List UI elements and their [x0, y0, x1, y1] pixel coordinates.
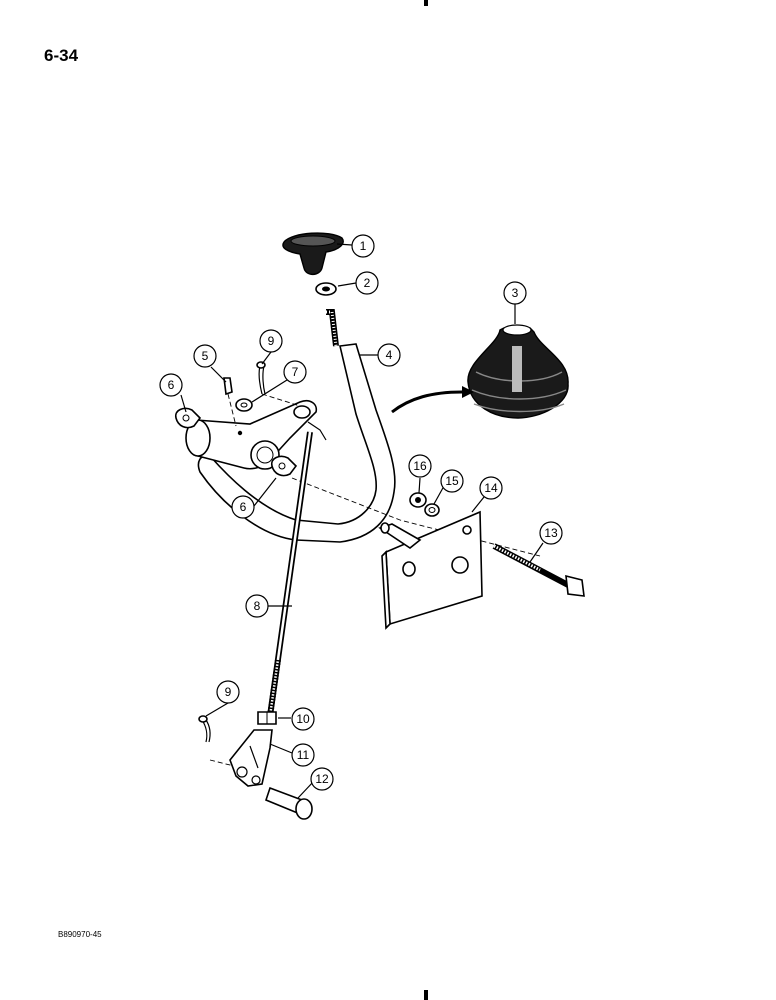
page-number: 6-34 — [44, 46, 79, 65]
cotter-pin-upper-part — [256, 361, 266, 395]
callout-3-label: 3 — [512, 286, 519, 300]
top-edge-mark — [424, 0, 428, 6]
pivot-housing-part — [185, 399, 327, 470]
washer-part — [235, 398, 253, 412]
callout-11-label: 11 — [297, 748, 310, 762]
callout-6-left: 6 — [159, 373, 183, 397]
bottom-edge-mark — [424, 990, 428, 1000]
callout-1: 1 — [351, 234, 375, 258]
clevis-part — [229, 729, 273, 787]
callout-9-lower: 9 — [216, 680, 240, 704]
assembly-line-cotter — [261, 393, 301, 407]
boot-direction-arrow — [391, 390, 463, 414]
document-code: B890970-45 — [58, 930, 102, 939]
clevis-pin-part — [265, 786, 313, 820]
retaining-clip-left-part — [174, 407, 202, 429]
callout-4-label: 4 — [386, 348, 393, 362]
callout-6-left-label: 6 — [168, 378, 175, 392]
callout-6-right-label: 6 — [240, 500, 247, 514]
callout-7: 7 — [283, 360, 307, 384]
cotter-pin-lower-part — [198, 715, 211, 743]
callout-11: 11 — [291, 743, 315, 767]
callout-10-label: 10 — [296, 712, 310, 726]
callout-13-label: 13 — [544, 526, 558, 540]
callout-14-label: 14 — [484, 481, 498, 495]
mounting-plate-part — [378, 510, 483, 630]
leader-lines — [180, 243, 544, 799]
callout-5: 5 — [193, 344, 217, 368]
callout-3: 3 — [503, 281, 527, 305]
nut-part — [315, 282, 337, 296]
lock-washer-part — [424, 503, 440, 517]
callout-1-label: 1 — [360, 239, 367, 253]
callout-7-label: 7 — [292, 365, 299, 379]
callout-15: 15 — [440, 469, 464, 493]
callout-14: 14 — [479, 476, 503, 500]
callout-9-lower-label: 9 — [225, 685, 232, 699]
callout-8-label: 8 — [254, 599, 261, 613]
bolt-part — [492, 543, 585, 597]
control-lever-part — [197, 309, 396, 543]
retaining-clip-right-part — [270, 455, 298, 477]
callout-12: 12 — [310, 767, 334, 791]
callout-2: 2 — [355, 271, 379, 295]
rubber-boot-part — [467, 324, 569, 419]
nut-16-part — [409, 492, 427, 508]
callout-9-upper: 9 — [259, 329, 283, 353]
callout-15-label: 15 — [445, 474, 459, 488]
callout-16: 16 — [408, 454, 432, 478]
callout-12-label: 12 — [315, 772, 329, 786]
assembly-line-bolt — [291, 477, 541, 557]
control-rod-part — [267, 431, 313, 717]
callout-4: 4 — [377, 343, 401, 367]
callout-5-label: 5 — [202, 349, 209, 363]
callout-9-upper-label: 9 — [268, 334, 275, 348]
jam-nut-part — [257, 711, 277, 725]
assembly-line-pin — [227, 393, 237, 427]
callout-10: 10 — [291, 707, 315, 731]
callout-13: 13 — [539, 521, 563, 545]
callout-6-right: 6 — [231, 495, 255, 519]
callout-8: 8 — [245, 594, 269, 618]
callout-16-label: 16 — [413, 459, 427, 473]
boot-arrow-head — [462, 386, 474, 398]
callout-2-label: 2 — [364, 276, 371, 290]
knob-part — [282, 232, 344, 276]
